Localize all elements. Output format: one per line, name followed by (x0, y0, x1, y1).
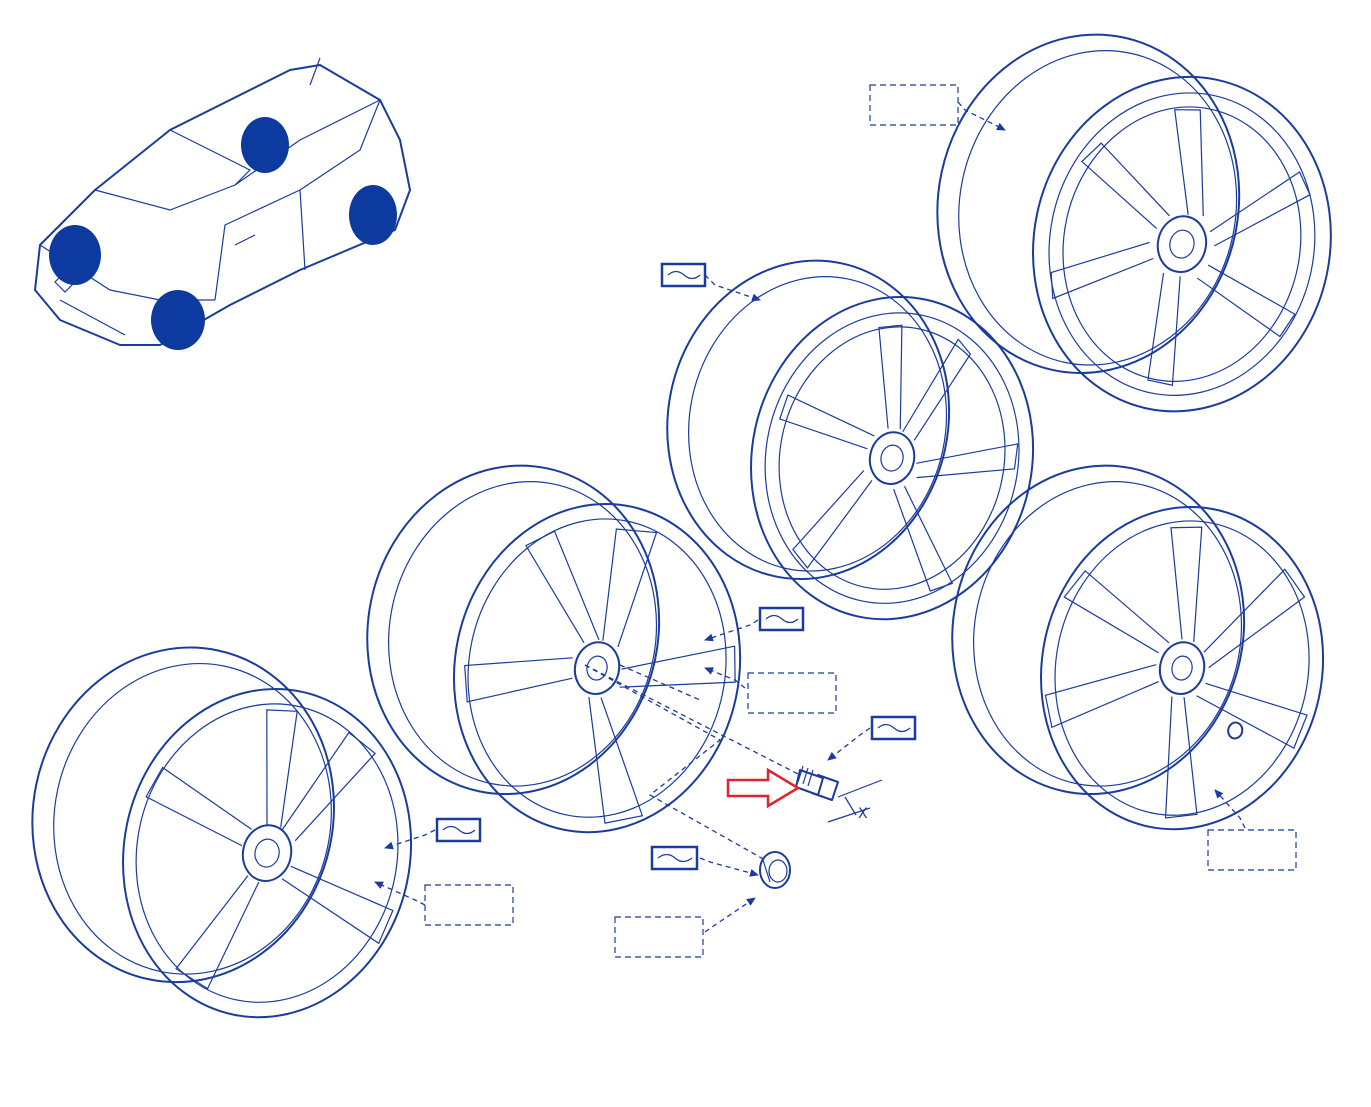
explode-lines (584, 664, 801, 861)
wave-label-icon (667, 270, 701, 280)
dimension-x-label: X (858, 806, 868, 822)
wheel-middle-left[interactable] (333, 438, 775, 859)
wheel-bottom-left[interactable] (0, 619, 446, 1044)
wheel-right-bottom[interactable] (919, 438, 1358, 855)
part-label-solid-3[interactable] (870, 715, 917, 741)
wheel-center-cap-part[interactable] (759, 851, 791, 889)
rear-right-tyre (349, 185, 397, 245)
red-highlight-arrow-icon (726, 767, 801, 809)
part-label-dashed-2[interactable] (747, 672, 837, 714)
front-left-tyre (49, 225, 101, 285)
part-label-solid-2[interactable] (758, 606, 805, 632)
part-label-solid-5[interactable] (650, 845, 699, 871)
part-label-dashed-3[interactable] (424, 884, 514, 926)
wave-label-icon (765, 614, 799, 624)
part-label-dashed-4[interactable] (614, 916, 704, 958)
wheel-bolt-part[interactable]: X (795, 765, 883, 823)
wave-label-icon (442, 825, 476, 835)
wave-label-icon (657, 853, 693, 863)
part-label-solid-4[interactable] (435, 817, 482, 843)
wheel-top-middle[interactable] (633, 234, 1066, 645)
wave-label-icon (877, 723, 911, 733)
part-label-dashed-5[interactable] (1207, 829, 1297, 871)
leader-lines (374, 101, 1246, 933)
wheel-top-right[interactable] (902, 6, 1366, 439)
front-right-tyre (151, 290, 205, 350)
rear-left-tyre (241, 117, 289, 173)
vehicle-wheel-locator-icon (34, 57, 411, 350)
part-label-solid-1[interactable] (660, 262, 707, 288)
part-label-dashed-1[interactable] (869, 84, 959, 126)
